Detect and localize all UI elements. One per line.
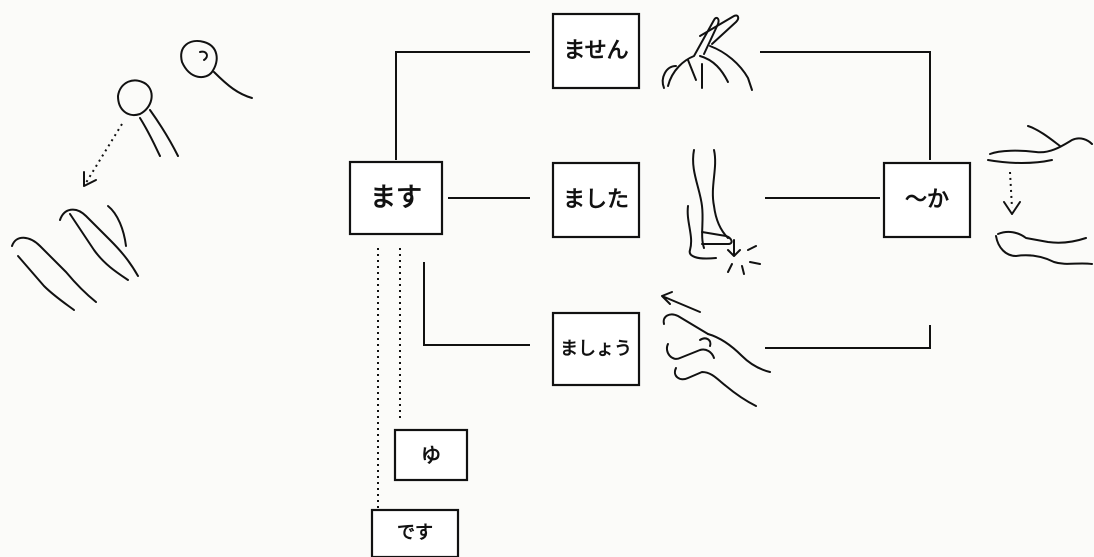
hands-together-sign-icon bbox=[11, 40, 253, 311]
box-null-mark: ゆ bbox=[393, 428, 469, 482]
box-mashou-label: ましょう bbox=[560, 339, 632, 360]
box-masen: ません bbox=[551, 12, 641, 90]
connector-lines bbox=[377, 51, 931, 508]
box-ka-label: ～か bbox=[905, 188, 949, 213]
connector-masu-to-mashou bbox=[423, 262, 530, 346]
box-mashita: ました bbox=[551, 161, 641, 239]
connector-mashou-to-ka bbox=[765, 325, 931, 349]
walking-legs-sign-icon bbox=[686, 149, 761, 275]
box-ka: ～か bbox=[882, 161, 972, 239]
connector-masu-to-masen bbox=[395, 51, 530, 160]
open-palm-sign-icon bbox=[987, 125, 1093, 265]
box-mashou: ましょう bbox=[551, 311, 641, 387]
box-desu-label: です bbox=[397, 523, 433, 544]
pointing-hand-sign-icon bbox=[661, 291, 771, 407]
box-masu-label: ます bbox=[370, 183, 422, 213]
box-masu: ます bbox=[348, 160, 444, 236]
connector-masen-to-ka bbox=[760, 51, 931, 160]
box-null-mark-label: ゆ bbox=[421, 443, 441, 467]
box-desu: です bbox=[370, 508, 460, 557]
box-masen-label: ません bbox=[563, 39, 628, 64]
crossed-fingers-sign-icon bbox=[661, 14, 753, 91]
box-mashita-label: ました bbox=[563, 188, 629, 213]
